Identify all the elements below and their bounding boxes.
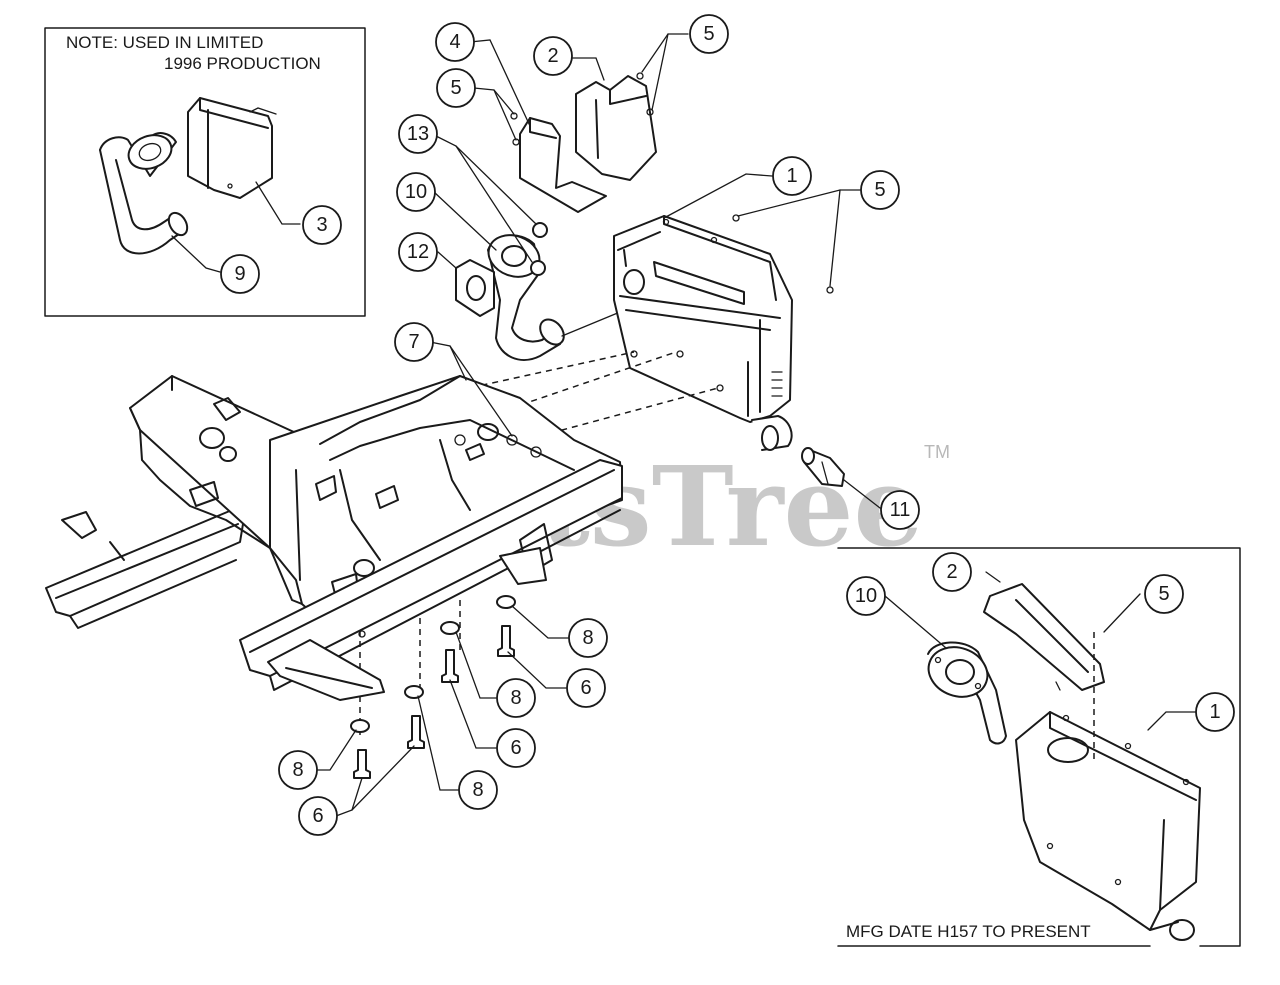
callout-6-a: 6 — [566, 668, 606, 708]
heat-shields — [469, 33, 689, 213]
svg-text:8: 8 — [292, 759, 303, 781]
svg-text:1: 1 — [1209, 701, 1220, 723]
inset-note-line1: NOTE: USED IN LIMITED — [66, 33, 263, 52]
bolts-washers — [315, 341, 569, 817]
frame — [45, 375, 623, 701]
svg-text:12: 12 — [407, 241, 429, 263]
svg-text:10: 10 — [855, 585, 877, 607]
callout-12: 12 — [398, 232, 438, 272]
callout-2-inset: 2 — [932, 552, 972, 592]
callout-9: 9 — [220, 254, 260, 294]
svg-text:6: 6 — [312, 805, 323, 827]
callout-6-c: 6 — [298, 796, 338, 836]
callout-13: 13 — [398, 114, 438, 154]
callout-10: 10 — [396, 172, 436, 212]
callout-2-top: 2 — [533, 36, 573, 76]
svg-text:2: 2 — [946, 561, 957, 583]
callout-5-inset: 5 — [1144, 574, 1184, 614]
callout-8-c: 8 — [278, 750, 318, 790]
callout-8-a: 8 — [568, 618, 608, 658]
svg-text:5: 5 — [874, 179, 885, 201]
callout-11: 11 — [880, 490, 920, 530]
callout-4: 4 — [435, 22, 475, 62]
inset-mfg-date: MFG DATE H157 TO PRESENT — [837, 547, 1241, 947]
exhaust-pipe — [433, 135, 621, 361]
svg-text:8: 8 — [472, 779, 483, 801]
svg-text:5: 5 — [1158, 583, 1169, 605]
watermark-trademark: TM — [924, 442, 950, 462]
inset-note-line2: 1996 PRODUCTION — [164, 54, 321, 73]
svg-text:10: 10 — [405, 181, 427, 203]
callout-8-d: 8 — [458, 770, 498, 810]
callout-1-main: 1 — [772, 156, 812, 196]
exhaust-fitting — [801, 447, 881, 509]
svg-text:5: 5 — [703, 23, 714, 45]
svg-text:9: 9 — [234, 263, 245, 285]
svg-text:1: 1 — [786, 165, 797, 187]
svg-text:7: 7 — [408, 331, 419, 353]
svg-text:5: 5 — [450, 77, 461, 99]
inset-limited-production: NOTE: USED IN LIMITED 1996 PRODUCTION — [44, 27, 366, 317]
svg-text:2: 2 — [547, 45, 558, 67]
svg-text:8: 8 — [510, 687, 521, 709]
svg-text:3: 3 — [316, 214, 327, 236]
callout-7: 7 — [394, 322, 434, 362]
svg-text:8: 8 — [582, 627, 593, 649]
callout-5-top-left: 5 — [436, 68, 476, 108]
svg-text:4: 4 — [449, 31, 460, 53]
callout-5-top-right: 5 — [689, 14, 729, 54]
callout-3: 3 — [302, 205, 342, 245]
main-muffler — [613, 173, 861, 451]
svg-text:13: 13 — [407, 123, 429, 145]
callout-1-inset: 1 — [1195, 692, 1235, 732]
svg-text:11: 11 — [890, 499, 911, 521]
callout-5-muffler: 5 — [860, 170, 900, 210]
callout-6-b: 6 — [496, 728, 536, 768]
inset-note-mfg: MFG DATE H157 TO PRESENT — [846, 922, 1091, 941]
svg-text:6: 6 — [580, 677, 591, 699]
callout-8-b: 8 — [496, 678, 536, 718]
svg-text:6: 6 — [510, 737, 521, 759]
callout-10-inset: 10 — [846, 576, 886, 616]
